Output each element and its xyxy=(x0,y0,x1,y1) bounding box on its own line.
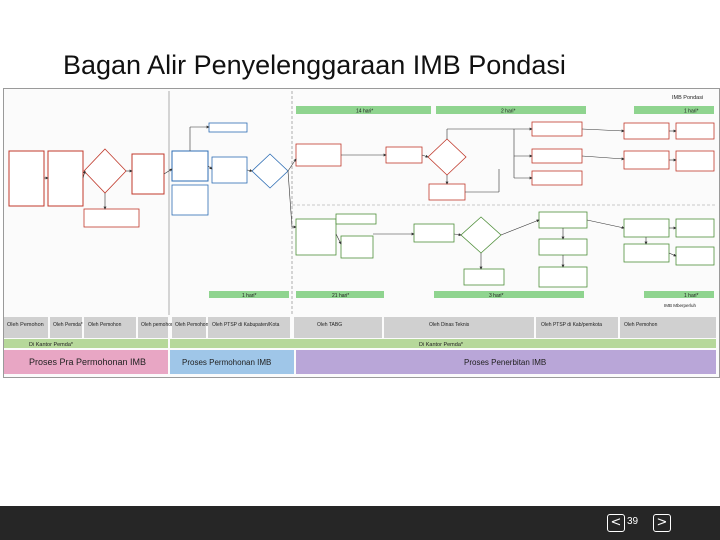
slide-footer-bar xyxy=(0,506,720,540)
process-box xyxy=(208,122,248,133)
process-phase xyxy=(170,350,294,374)
diagram-footer-note: IMB Mberperluh xyxy=(664,303,697,308)
process-box xyxy=(623,150,670,170)
actor-cell xyxy=(536,317,618,338)
time-bar xyxy=(296,106,431,114)
time-bar xyxy=(296,291,384,298)
process-phase-label: Proses Penerbitan IMB xyxy=(464,358,546,367)
process-phase xyxy=(296,350,716,374)
decision-diamond xyxy=(83,148,127,194)
decision-diamond xyxy=(427,138,467,176)
time-bar xyxy=(434,291,584,298)
actor-label: Oleh Pemohon xyxy=(175,322,209,328)
actor-label: Oleh Pemda* xyxy=(53,322,83,328)
time-bar-label: 3 hari* xyxy=(489,293,504,299)
process-box xyxy=(675,122,715,140)
diagram-header-label: IMB Pondasi xyxy=(672,95,703,101)
process-box xyxy=(463,268,505,286)
page-number: 39 xyxy=(627,516,639,527)
flowchart-svg: IMB Pondasi 14 hari* 2 hari* 1 hari* 1 h… xyxy=(4,91,716,374)
actor-cell xyxy=(4,317,48,338)
process-box xyxy=(8,150,45,207)
process-box xyxy=(675,246,715,266)
process-box xyxy=(531,148,583,164)
time-bar-label: 1 hari* xyxy=(242,293,257,299)
office-cell xyxy=(4,339,168,348)
office-label: Di Kantor Pemda* xyxy=(419,342,464,348)
actor-cell xyxy=(138,317,168,338)
time-bar xyxy=(644,291,714,298)
process-box xyxy=(531,121,583,137)
actor-cell xyxy=(620,317,716,338)
slide-title: Bagan Alir Penyelenggaraan IMB Pondasi xyxy=(63,50,566,80)
process-box xyxy=(131,153,165,195)
process-box xyxy=(675,218,715,238)
process-box xyxy=(295,218,337,256)
process-phase-label: Proses Pra Permohonan IMB xyxy=(29,357,146,367)
actor-label: Oleh Pemohon xyxy=(624,322,658,328)
actor-label: Oleh Pemohon xyxy=(7,322,44,328)
process-box xyxy=(171,150,209,182)
office-label: Di Kantor Pemda* xyxy=(29,342,74,348)
process-box xyxy=(538,266,588,288)
process-box xyxy=(623,218,670,238)
actor-label: Oleh PTSP di Kab/pemkota xyxy=(541,322,602,328)
actor-label: Oleh Pemohon xyxy=(88,322,122,328)
actor-cell xyxy=(50,317,82,338)
process-phase xyxy=(4,350,168,374)
prev-slide-button[interactable]: < xyxy=(607,514,625,532)
time-bar-label: 1 hari* xyxy=(684,293,699,299)
actor-cell xyxy=(84,317,136,338)
actor-cell xyxy=(172,317,206,338)
process-box xyxy=(295,143,342,167)
process-phase-label: Proses Permohonan IMB xyxy=(182,358,271,367)
next-slide-button[interactable]: > xyxy=(653,514,671,532)
process-box xyxy=(531,170,583,186)
time-bar-label: 2 hari* xyxy=(501,109,516,115)
actor-label: Oleh Dinas Teknis xyxy=(429,322,470,328)
process-box xyxy=(385,146,423,164)
actor-cell xyxy=(208,317,290,338)
process-box xyxy=(413,223,455,243)
process-box xyxy=(538,211,588,229)
process-box xyxy=(538,238,588,256)
time-bar xyxy=(634,106,714,114)
actor-label: Oleh PTSP di Kabupaten/Kota xyxy=(212,322,280,328)
process-box xyxy=(171,184,209,216)
process-box xyxy=(335,213,377,225)
process-box xyxy=(428,183,466,201)
actor-label: Oleh pemohon xyxy=(141,322,174,328)
process-box xyxy=(47,150,84,207)
actor-label: Oleh TABG xyxy=(317,322,342,328)
process-box xyxy=(675,150,715,172)
time-bar xyxy=(436,106,586,114)
time-bar-label: 14 hari* xyxy=(356,109,373,115)
actor-cell xyxy=(384,317,534,338)
process-box xyxy=(211,156,248,184)
process-box xyxy=(83,208,140,228)
decision-diamond xyxy=(460,216,502,254)
flowchart-diagram: IMB Pondasi 14 hari* 2 hari* 1 hari* 1 h… xyxy=(3,88,720,378)
process-box xyxy=(623,122,670,140)
time-bar-label: 21 hari* xyxy=(332,293,349,299)
process-box xyxy=(340,235,374,259)
decision-diamond xyxy=(251,153,289,189)
actor-cell xyxy=(294,317,382,338)
process-box xyxy=(623,243,670,263)
office-cell xyxy=(170,339,716,348)
time-bar xyxy=(209,291,289,298)
time-bar-label: 1 hari* xyxy=(684,109,699,115)
